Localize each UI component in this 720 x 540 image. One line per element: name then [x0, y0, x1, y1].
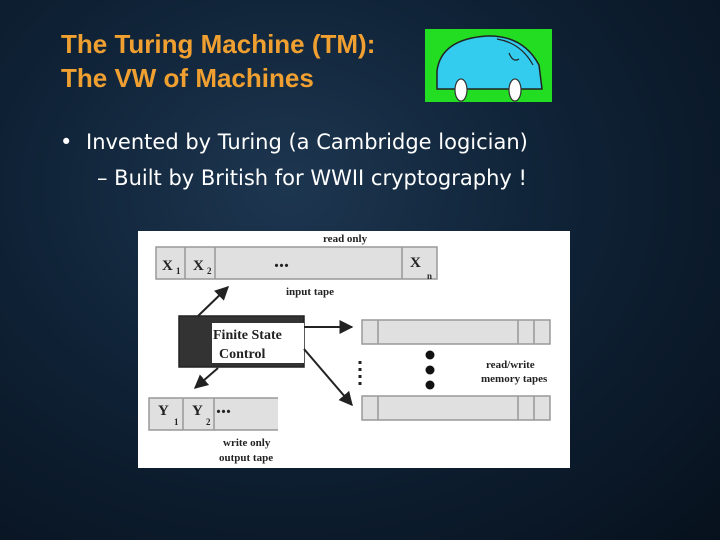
memory-label-line2: memory tapes	[481, 373, 548, 385]
input-cell-x2: X	[193, 258, 204, 274]
memory-dot-2	[426, 366, 435, 375]
arrow-to-output-tape	[195, 368, 218, 388]
fsc-label-line2: Control	[219, 347, 266, 362]
output-cell-y2: Y	[192, 403, 203, 419]
arrow-to-input-tape	[198, 287, 228, 316]
output-tape-dots: ...	[216, 396, 231, 418]
memory-dot-1	[426, 351, 435, 360]
bullet-text: Invented by Turing (a Cambridge logician…	[86, 130, 528, 154]
input-cell-xn-sub: n	[427, 271, 432, 281]
output-tape-label: output tape	[219, 452, 273, 464]
output-cell-y2-sub: 2	[206, 417, 211, 427]
input-cell-xn: X	[410, 255, 421, 271]
title-line-2: The VW of Machines	[61, 61, 375, 95]
memory-tape-1	[362, 320, 550, 344]
read-only-label: read only	[323, 233, 368, 245]
input-tape-dots: ...	[274, 250, 289, 272]
memory-label-line1: read/write	[486, 359, 535, 371]
vw-car-picture	[425, 29, 552, 102]
arrow-to-memory-tape-bottom	[304, 349, 352, 405]
turing-machine-diagram: read only X 1 X 2 ... X n input tape Fin…	[138, 231, 570, 468]
input-tape-label: input tape	[286, 286, 334, 298]
fsc-label-line1: Finite State	[213, 328, 282, 343]
input-cell-x1-sub: 1	[176, 266, 181, 276]
memory-tape-2	[362, 396, 550, 420]
memory-dot-3	[426, 381, 435, 390]
output-cell-y1: Y	[158, 403, 169, 419]
write-only-label: write only	[223, 437, 271, 449]
bullet-marker: •	[60, 130, 86, 154]
input-cell-x1: X	[162, 258, 173, 274]
slide-title: The Turing Machine (TM): The VW of Machi…	[61, 27, 375, 95]
bullet-item: •Invented by Turing (a Cambridge logicia…	[60, 130, 528, 154]
output-cell-y1-sub: 1	[174, 417, 179, 427]
title-line-1: The Turing Machine (TM):	[61, 27, 375, 61]
sub-bullet-text: – Built by British for WWII cryptography…	[97, 166, 527, 190]
input-cell-x2-sub: 2	[207, 266, 212, 276]
